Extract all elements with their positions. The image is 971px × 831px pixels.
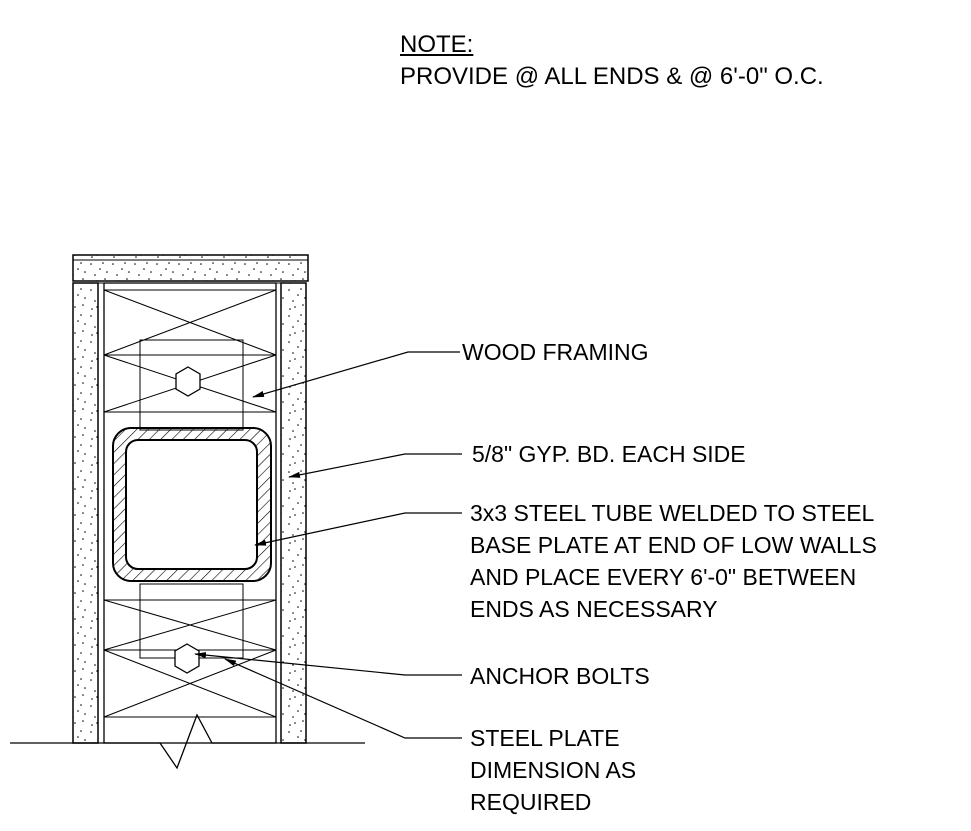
callout-steel-plate: STEEL PLATE DIMENSION AS REQUIRED [470, 722, 636, 818]
note-title: NOTE: [400, 31, 474, 58]
top-anchor-bolt [175, 366, 201, 397]
steel-tube [112, 427, 272, 582]
callout-gyp-board: 5/8" GYP. BD. EACH SIDE [472, 438, 746, 470]
top-blocking [103, 289, 277, 431]
callout-line: ANCHOR BOLTS [470, 663, 650, 689]
floor-line [10, 713, 365, 770]
callout-line: AND PLACE EVERY 6'-0" BETWEEN [470, 564, 857, 590]
callout-anchor-bolts: ANCHOR BOLTS [470, 660, 650, 692]
callout-line: ENDS AS NECESSARY [470, 596, 718, 622]
callout-line: STEEL PLATE [470, 725, 620, 751]
callout-line: REQUIRED [470, 789, 592, 815]
callout-line: 5/8" GYP. BD. EACH SIDE [472, 441, 746, 467]
leader-lines [194, 351, 462, 739]
callout-steel-tube: 3x3 STEEL TUBE WELDED TO STEEL BASE PLAT… [470, 497, 877, 625]
left-gyp-board [72, 282, 99, 744]
bottom-blocking [103, 583, 277, 718]
callout-line: 3x3 STEEL TUBE WELDED TO STEEL [470, 500, 875, 526]
note-text: PROVIDE @ ALL ENDS & @ 6'-0" O.C. [400, 63, 824, 90]
callout-line: DIMENSION AS [470, 757, 637, 783]
callout-wood-framing: WOOD FRAMING [462, 336, 649, 368]
general-note: NOTE: PROVIDE @ ALL ENDS & @ 6'-0" O.C. [400, 29, 824, 93]
callout-line: BASE PLATE AT END OF LOW WALLS [470, 532, 877, 558]
callout-line: WOOD FRAMING [462, 339, 649, 365]
top-gyp-board [72, 254, 309, 282]
wood-framing-outline [103, 282, 277, 744]
anchor-bolt-hex [174, 643, 200, 674]
right-gyp-board [280, 282, 307, 744]
